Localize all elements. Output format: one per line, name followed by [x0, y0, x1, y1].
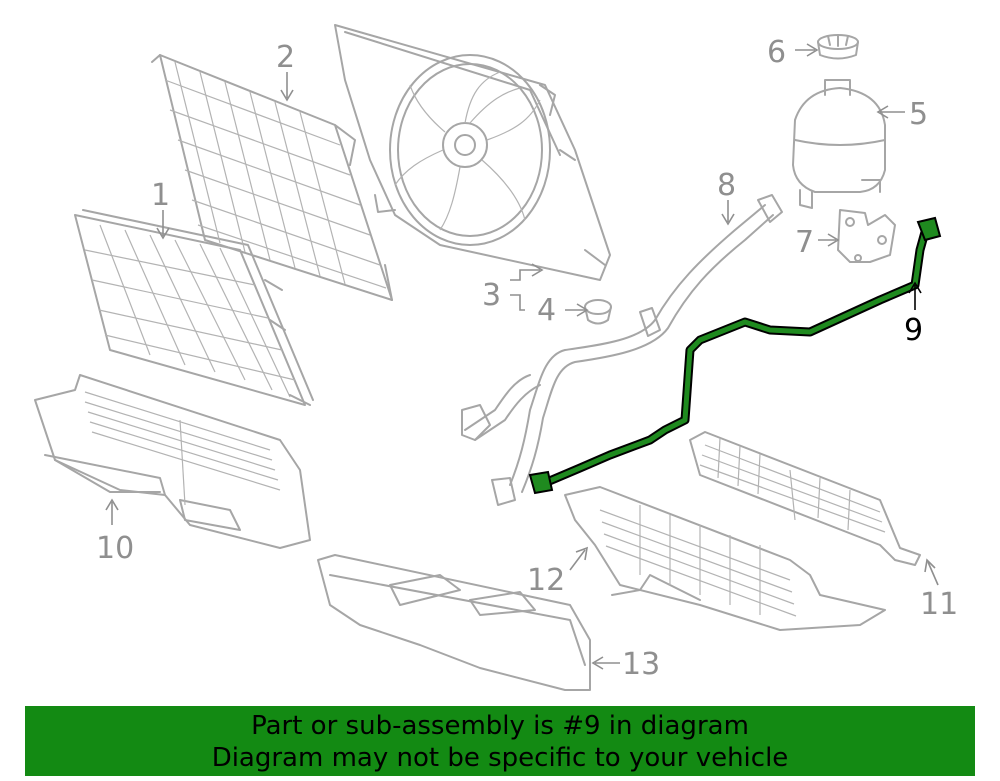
- part-5-reservoir: [792, 79, 886, 209]
- callout-2: 2: [276, 40, 295, 75]
- info-banner: Part or sub-assembly is #9 in diagram Di…: [25, 706, 975, 776]
- banner-line-1: Part or sub-assembly is #9 in diagram: [251, 711, 749, 741]
- part-6-cap: [817, 34, 859, 60]
- part-3-fan-assembly: [334, 24, 611, 281]
- part-11-shutter: [689, 431, 921, 566]
- callout-5: 5: [909, 97, 928, 132]
- part-9-coolant-hose: [528, 216, 942, 495]
- part-4-grommet: [584, 299, 612, 325]
- callout-leaders: [105, 43, 939, 670]
- callout-11: 11: [920, 587, 958, 622]
- callout-8: 8: [717, 168, 736, 203]
- callout-9: 9: [904, 313, 923, 348]
- callout-1: 1: [151, 178, 170, 213]
- part-7-bracket: [837, 209, 896, 263]
- part-12-air-guide: [564, 486, 886, 631]
- callout-12: 12: [527, 563, 565, 598]
- part-1-condenser: [74, 209, 314, 406]
- callout-10: 10: [96, 531, 134, 566]
- part-13-splash-shield: [317, 554, 591, 691]
- callout-7: 7: [795, 225, 814, 260]
- exploded-parts-diagram: 1 2 3 4 5 6 7 8 9 10 11 12 13: [34, 24, 958, 691]
- part-2-mesh-screen: [151, 54, 393, 301]
- callout-6: 6: [767, 35, 786, 70]
- callout-3: 3: [482, 278, 501, 313]
- part-8-radiator-hose: [461, 194, 783, 506]
- callout-4: 4: [537, 293, 556, 328]
- part-10-air-deflector: [34, 374, 311, 549]
- banner-line-2: Diagram may not be specific to your vehi…: [211, 743, 789, 773]
- callout-13: 13: [622, 647, 660, 682]
